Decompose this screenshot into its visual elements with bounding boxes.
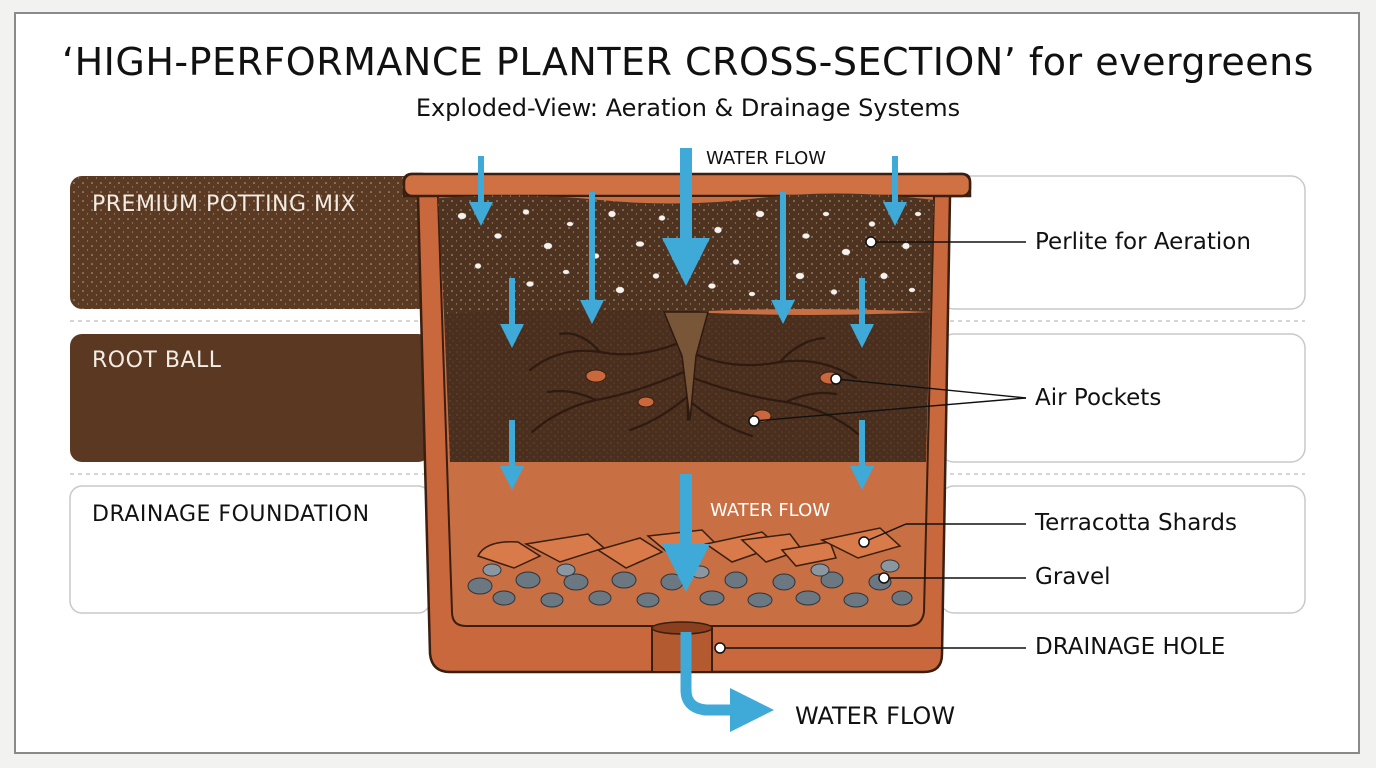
layer-label-drainage-foundation: DRAINAGE FOUNDATION <box>92 502 370 527</box>
water-flow-label-bottom: WATER FLOW <box>795 702 956 730</box>
roots <box>528 310 860 438</box>
taproot <box>662 311 709 421</box>
callout-perlite: Perlite for Aeration <box>1035 229 1251 255</box>
band-potting-mix-texture <box>70 176 430 309</box>
water-flow-label-middle: WATER FLOW <box>710 500 831 521</box>
gravel-stones <box>467 559 913 608</box>
water-arrows <box>469 156 907 490</box>
band-root-ball <box>70 334 430 462</box>
water-flow-label-top: WATER FLOW <box>706 148 827 169</box>
callout-drainage-hole: DRAINAGE HOLE <box>1035 634 1226 660</box>
leader-lines <box>720 241 1027 649</box>
leader-dots <box>714 236 890 654</box>
page-title: ‘HIGH-PERFORMANCE PLANTER CROSS-SECTION’… <box>62 40 1314 84</box>
layer-label-potting-mix: PREMIUM POTTING MIX <box>92 192 357 217</box>
panel-drainage <box>939 485 1306 614</box>
callout-air-pockets: Air Pockets <box>1035 385 1162 411</box>
layer-label-root-ball: ROOT BALL <box>92 348 222 373</box>
water-exit-arrow <box>680 632 774 732</box>
callout-terracotta-shards: Terracotta Shards <box>1035 510 1237 536</box>
page-subtitle: Exploded-View: Aeration & Drainage Syste… <box>415 94 961 122</box>
callout-gravel: Gravel <box>1035 564 1111 590</box>
